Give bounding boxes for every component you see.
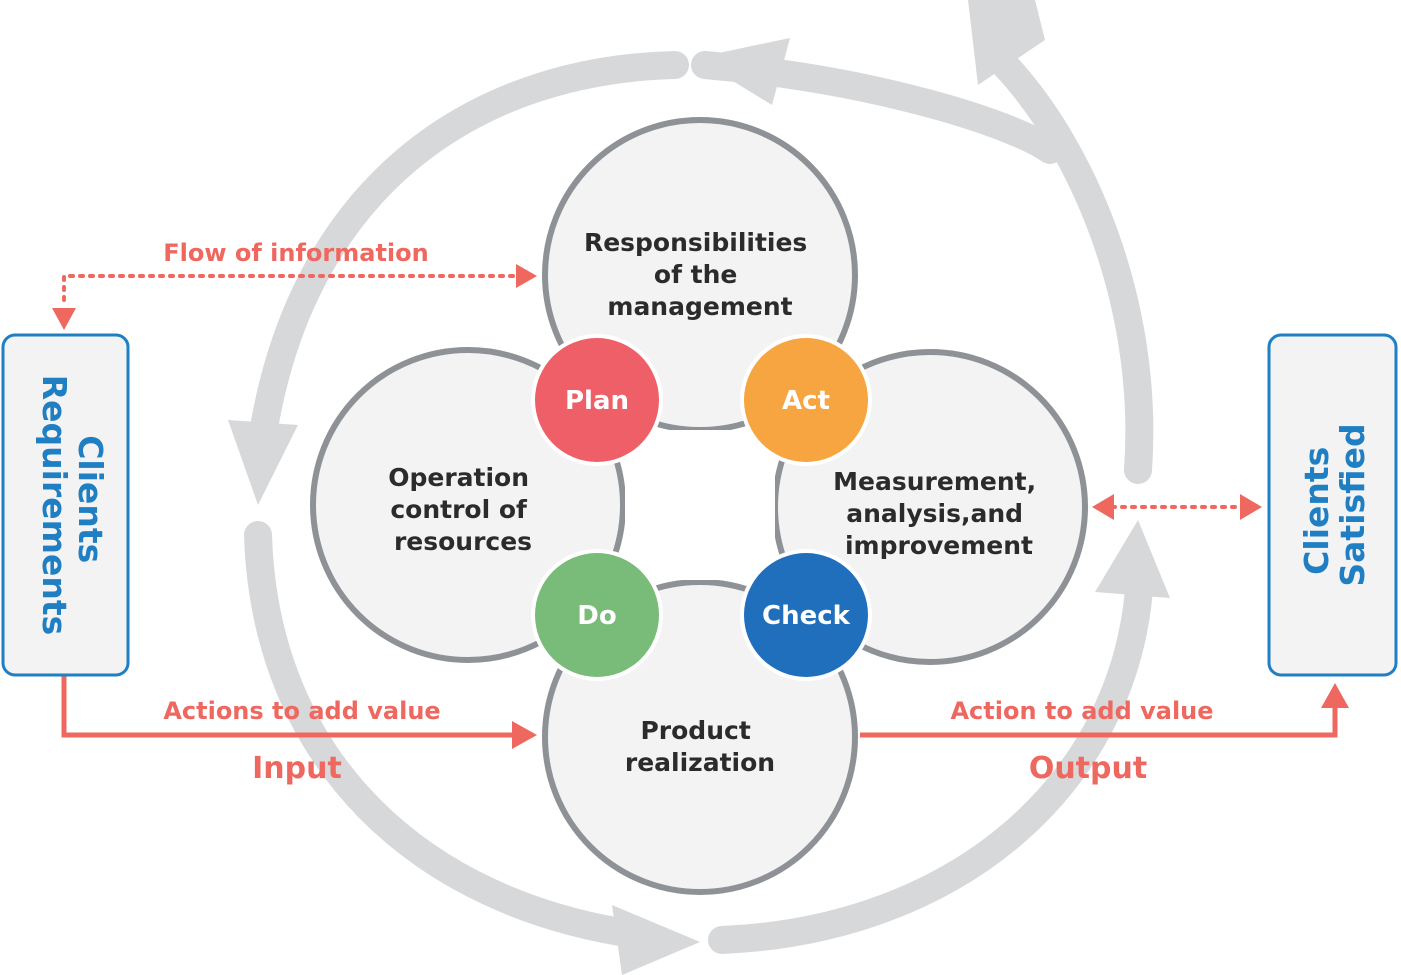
clients-satisfied-label: Clients Satisfied — [1297, 423, 1372, 586]
cycle-arc-bottom-right — [708, 561, 1154, 954]
arrowhead-left — [228, 420, 298, 505]
actions-to-add-value-left: Actions to add value — [163, 697, 440, 725]
management-label: Responsibilities of the management — [584, 228, 816, 321]
arrowhead-bottom — [612, 905, 700, 975]
input-arrowhead — [512, 721, 537, 749]
cycle-arc-bottom-left — [244, 521, 654, 949]
measurement-label: Measurement, analysis,and improvement — [833, 467, 1045, 560]
check-badge: Check — [740, 549, 872, 681]
clients-satisfied-box: Clients Satisfied — [1267, 333, 1398, 677]
output-arrowhead — [1321, 683, 1349, 708]
arrowhead-topright — [968, 0, 1045, 85]
feedback-double-arrow — [1092, 494, 1262, 520]
cycle-arc-top-left — [248, 51, 689, 454]
arrowhead-top — [695, 38, 790, 105]
resources-label: Operation control of resources — [388, 463, 538, 556]
flow-of-information-label: Flow of information — [163, 239, 428, 267]
plan-label: Plan — [565, 386, 629, 416]
flow-arrowhead-right — [516, 264, 537, 288]
output-label: Output — [1029, 751, 1147, 786]
act-badge: Act — [740, 334, 872, 466]
clients-requirements-box: Clients Requirements — [1, 333, 130, 677]
clients-requirements-label: Clients Requirements — [35, 375, 110, 636]
do-label: Do — [577, 601, 616, 631]
input-label: Input — [252, 751, 342, 786]
center-gap — [625, 430, 775, 580]
cycle-arc-right — [991, 51, 1154, 484]
feedback-arrowhead-left — [1092, 494, 1114, 520]
output-arrow: Action to add value Output — [860, 683, 1349, 786]
product-label: Product realization — [625, 716, 775, 777]
arrowhead-right — [1095, 520, 1170, 598]
action-to-add-value-right: Action to add value — [950, 697, 1213, 725]
plan-badge: Plan — [531, 334, 663, 466]
flow-of-information: Flow of information — [52, 239, 537, 330]
flow-arrowhead-down — [52, 308, 76, 330]
outer-cycle-arrowheads — [228, 0, 1170, 975]
feedback-arrowhead-right — [1240, 494, 1262, 520]
input-arrow: Actions to add value Input — [61, 675, 537, 786]
check-label: Check — [762, 601, 851, 631]
do-badge: Do — [531, 549, 663, 681]
act-label: Act — [782, 386, 830, 416]
